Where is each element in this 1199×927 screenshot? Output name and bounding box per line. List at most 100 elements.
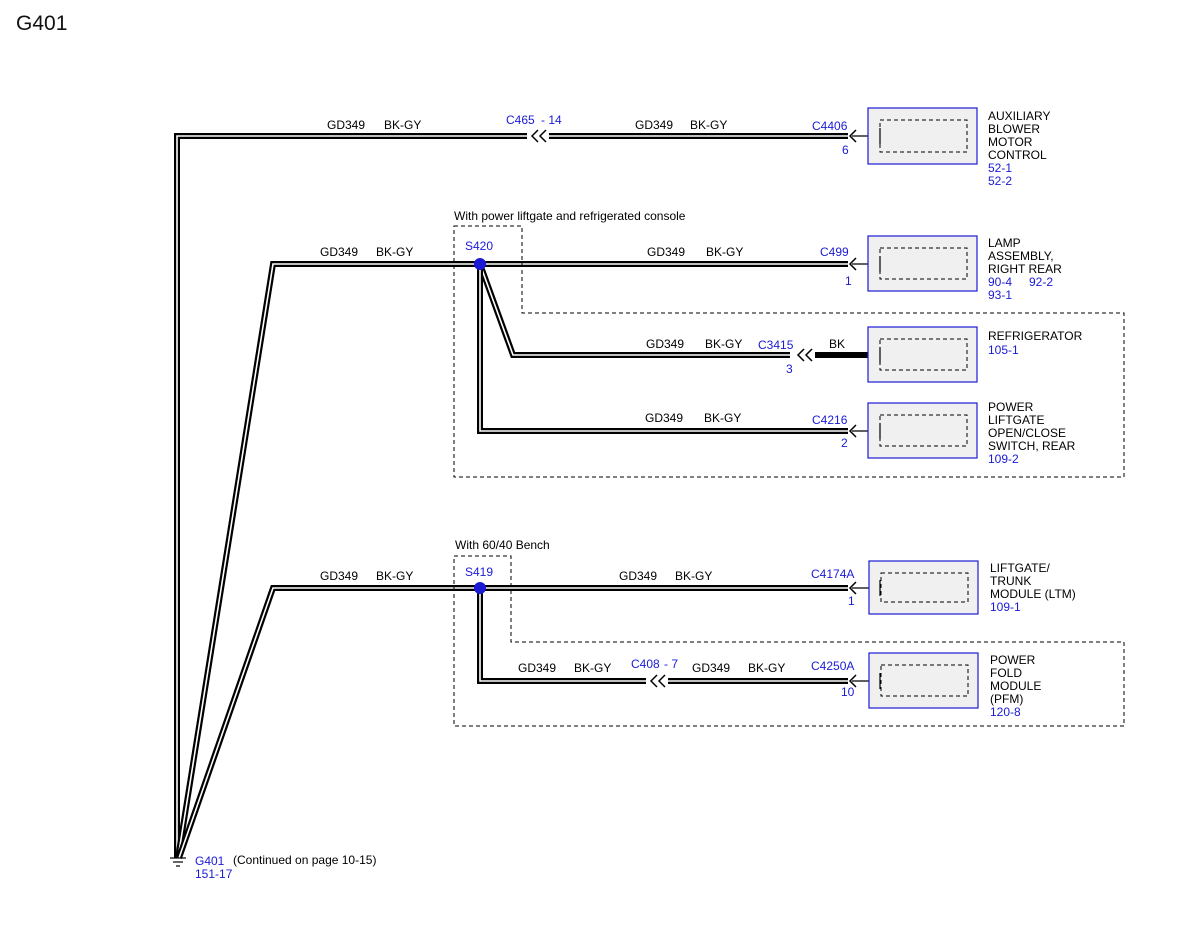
- component-liftgate-switch[interactable]: C4216 2 POWER LIFTGATE OPEN/CLOSE SWITCH…: [812, 400, 1076, 466]
- connector-c4250a-pin: 10: [841, 685, 855, 699]
- component-box: [867, 107, 978, 165]
- wire-color-label: BK-GY: [376, 569, 413, 583]
- component-title-line: MODULE (LTM): [990, 587, 1076, 601]
- connector-c3415-label: C3415: [758, 338, 794, 352]
- wires: [174, 133, 868, 859]
- connector-c4250a-label: C4250A: [811, 659, 854, 673]
- component-title-line: LAMP: [988, 236, 1021, 250]
- component-ref[interactable]: 90-4: [988, 275, 1012, 289]
- component-title-line: ASSEMBLY,: [988, 249, 1054, 263]
- component-ref[interactable]: 120-8: [990, 705, 1021, 719]
- wire-color-label: BK-GY: [748, 661, 785, 675]
- inline-connector-c408-name: C408: [631, 657, 660, 671]
- connector-c499-pin: 1: [845, 274, 852, 288]
- wire-circuit-label: GD349: [619, 569, 657, 583]
- splice-s419[interactable]: [474, 582, 486, 594]
- wire-s419-to-c408[interactable]: [477, 588, 646, 684]
- inline-connector-c465-name: C465: [506, 113, 535, 127]
- option-box-liftgate-fridge: [453, 225, 1125, 478]
- wire-s420-to-c3415[interactable]: [477, 262, 790, 358]
- wire-color-label: BK-GY: [705, 337, 742, 351]
- ground-g401[interactable]: G401 151-17 (Continued on page 10-15): [170, 850, 376, 881]
- splice-s419-label: S419: [465, 565, 493, 579]
- connector-c4216-label: C4216: [812, 413, 848, 427]
- component-ref[interactable]: 109-1: [990, 600, 1021, 614]
- option-regions: [453, 225, 1125, 727]
- component-ref[interactable]: 93-1: [988, 288, 1012, 302]
- connector-c3415-pin: 3: [786, 362, 793, 376]
- component-ref[interactable]: 92-2: [1029, 275, 1053, 289]
- component-aux-blower[interactable]: C4406 6 AUXILIARY BLOWER MOTOR CONTROL 5…: [812, 107, 1050, 188]
- wire-ground-to-s420[interactable]: [175, 261, 480, 859]
- wire-circuit-label: GD349: [320, 245, 358, 259]
- component-pfm[interactable]: C4250A 10 POWER FOLD MODULE (PFM) 120-8: [811, 652, 1041, 719]
- component-ref[interactable]: 52-1: [988, 161, 1012, 175]
- component-title-line: FOLD: [990, 666, 1022, 680]
- connector-c499-label: C499: [820, 245, 849, 259]
- wire-color-label: BK-GY: [706, 245, 743, 259]
- component-title-line: TRUNK: [990, 574, 1031, 588]
- wire-ground-to-s419[interactable]: [176, 585, 480, 859]
- component-title-line: POWER: [988, 400, 1034, 414]
- connector-c4174a-pin: 1: [848, 594, 855, 608]
- wire-color-label: BK-GY: [384, 118, 421, 132]
- component-title-line: LIFTGATE: [988, 413, 1044, 427]
- wire-circuit-label: GD349: [646, 337, 684, 351]
- component-ref[interactable]: 105-1: [988, 343, 1019, 357]
- wire-circuit-label: GD349: [327, 118, 365, 132]
- component-ref[interactable]: 52-2: [988, 174, 1012, 188]
- connector-c4216-pin: 2: [841, 436, 848, 450]
- component-box: [867, 235, 978, 292]
- wire-circuit-label: GD349: [518, 661, 556, 675]
- option-label-liftgate-fridge: With power liftgate and refrigerated con…: [454, 209, 686, 223]
- ground-name: G401: [195, 854, 225, 868]
- component-title-line: AUXILIARY: [988, 109, 1050, 123]
- inline-connector-c408[interactable]: C408 - 7: [631, 657, 678, 688]
- component-title-line: CONTROL: [988, 148, 1047, 162]
- component-title-line: BLOWER: [988, 122, 1040, 136]
- wire-circuit-label: GD349: [635, 118, 673, 132]
- component-box: [867, 402, 978, 459]
- component-lamp-right-rear[interactable]: C499 1 LAMP ASSEMBLY, RIGHT REAR 90-4 92…: [820, 235, 1062, 302]
- component-box: [868, 560, 979, 615]
- connector-c4406-pin: 6: [842, 143, 849, 157]
- component-title-line: OPEN/CLOSE: [988, 426, 1066, 440]
- wire-color-label: BK-GY: [376, 245, 413, 259]
- inline-connector-c408-pin: - 7: [664, 657, 678, 671]
- component-title-line: MODULE: [990, 679, 1041, 693]
- component-ltm[interactable]: C4174A 1 LIFTGATE/ TRUNK MODULE (LTM) 10…: [811, 560, 1076, 615]
- wire-labels: GD349 BK-GY GD349 BK-GY GD349 BK-GY GD34…: [320, 118, 845, 675]
- wire-color-label: BK-GY: [704, 411, 741, 425]
- ground-ref[interactable]: 151-17: [195, 867, 233, 881]
- wire-color-label: BK-GY: [675, 569, 712, 583]
- option-box-bench: [453, 555, 1125, 727]
- pigtail-color-label: BK: [829, 337, 845, 351]
- component-title-line: REFRIGERATOR: [988, 329, 1083, 343]
- component-ref[interactable]: 109-2: [988, 452, 1019, 466]
- component-refrigerator[interactable]: C3415 3 REFRIGERATOR 105-1: [758, 326, 1083, 383]
- component-box: [867, 326, 978, 383]
- component-title-line: MOTOR: [988, 135, 1033, 149]
- splice-s420-label: S420: [465, 239, 493, 253]
- component-title-line: SWITCH, REAR: [988, 439, 1076, 453]
- ground-continued-note: (Continued on page 10-15): [233, 853, 376, 867]
- option-label-bench: With 60/40 Bench: [455, 538, 550, 552]
- inline-connector-c465-pin: - 14: [541, 113, 562, 127]
- component-title-line: (PFM): [990, 692, 1023, 706]
- component-title-line: RIGHT REAR: [988, 262, 1062, 276]
- inline-connector-c465[interactable]: C465 - 14: [506, 113, 562, 143]
- wire-circuit-label: GD349: [645, 411, 683, 425]
- component-title-line: LIFTGATE/: [990, 561, 1050, 575]
- connector-c4174a-label: C4174A: [811, 567, 854, 581]
- wire-circuit-label: GD349: [647, 245, 685, 259]
- wire-circuit-label: GD349: [692, 661, 730, 675]
- page-title: G401: [16, 12, 68, 35]
- wire-color-label: BK-GY: [690, 118, 727, 132]
- wire-circuit-label: GD349: [320, 569, 358, 583]
- connector-c4406-label: C4406: [812, 119, 848, 133]
- wire-color-label: BK-GY: [574, 661, 611, 675]
- component-box: [868, 652, 979, 709]
- splice-s420[interactable]: [474, 258, 486, 270]
- component-title-line: POWER: [990, 653, 1036, 667]
